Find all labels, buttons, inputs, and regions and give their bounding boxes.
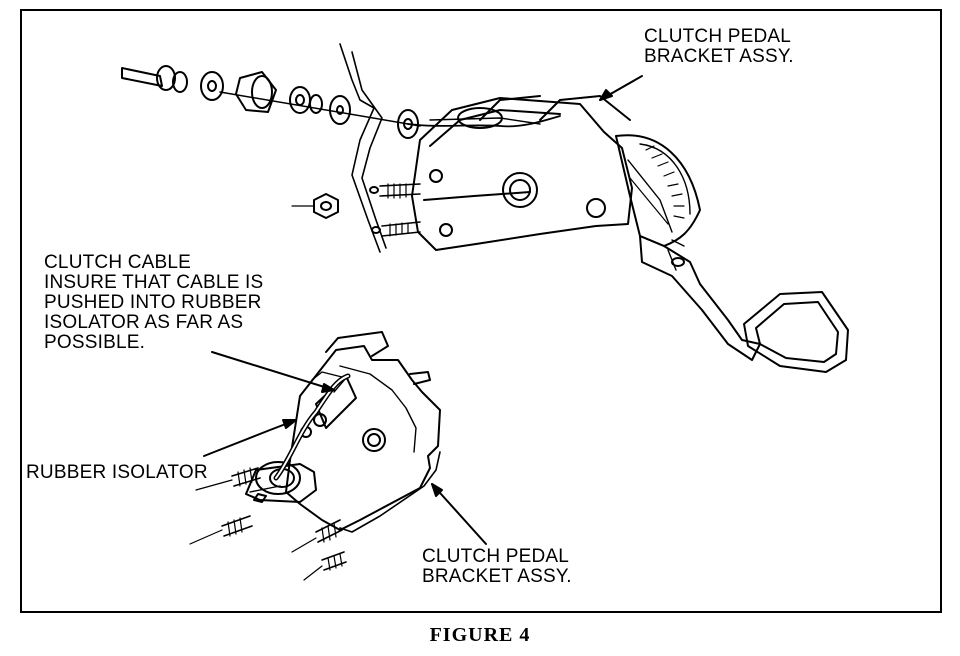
leader-bottom-bracket <box>431 483 487 545</box>
label-clutch-cable-line3: PUSHED INTO RUBBER <box>44 292 262 313</box>
label-top-bracket: CLUTCH PEDAL BRACKET ASSY. <box>644 27 794 67</box>
label-clutch-cable-line1: CLUTCH CABLE <box>44 252 192 273</box>
mounting-studs-lower <box>189 467 347 581</box>
clutch-pedal-arm <box>639 235 761 361</box>
nut <box>291 193 339 219</box>
lower-cable-run <box>253 373 351 503</box>
lower-rubber-isolator <box>245 461 317 503</box>
figure-caption: FIGURE 4 <box>429 624 531 646</box>
label-top-bracket-line1: CLUTCH PEDAL <box>644 26 792 47</box>
figure-frame <box>20 9 942 613</box>
label-clutch-cable: CLUTCH CABLE INSURE THAT CABLE IS PUSHED… <box>44 253 263 353</box>
upper-cable-run <box>407 115 561 128</box>
label-bottom-bracket: CLUTCH PEDAL BRACKET ASSY. <box>422 547 572 587</box>
label-clutch-cable-line2: INSURE THAT CABLE IS <box>44 272 264 293</box>
firewall-outline <box>339 43 387 253</box>
leader-top-bracket <box>599 75 643 101</box>
lower-pedal-bracket <box>285 331 441 533</box>
adjuster-quadrant <box>615 134 701 247</box>
label-bottom-bracket-line2: BRACKET ASSY. <box>422 566 572 587</box>
label-top-bracket-line2: BRACKET ASSY. <box>644 46 794 67</box>
label-rubber-isolator-text: RUBBER ISOLATOR <box>26 462 208 483</box>
label-clutch-cable-line5: POSSIBLE. <box>44 332 146 353</box>
leader-clutch-cable <box>211 351 335 393</box>
cable-hardware-stack <box>121 65 421 139</box>
clutch-pedal-pad <box>743 291 849 373</box>
label-rubber-isolator: RUBBER ISOLATOR <box>26 463 208 483</box>
upper-pedal-bracket <box>411 95 633 251</box>
label-clutch-cable-line4: ISOLATOR AS FAR AS <box>44 312 244 333</box>
leader-rubber-isolator <box>203 419 297 457</box>
label-bottom-bracket-line1: CLUTCH PEDAL <box>422 546 570 567</box>
